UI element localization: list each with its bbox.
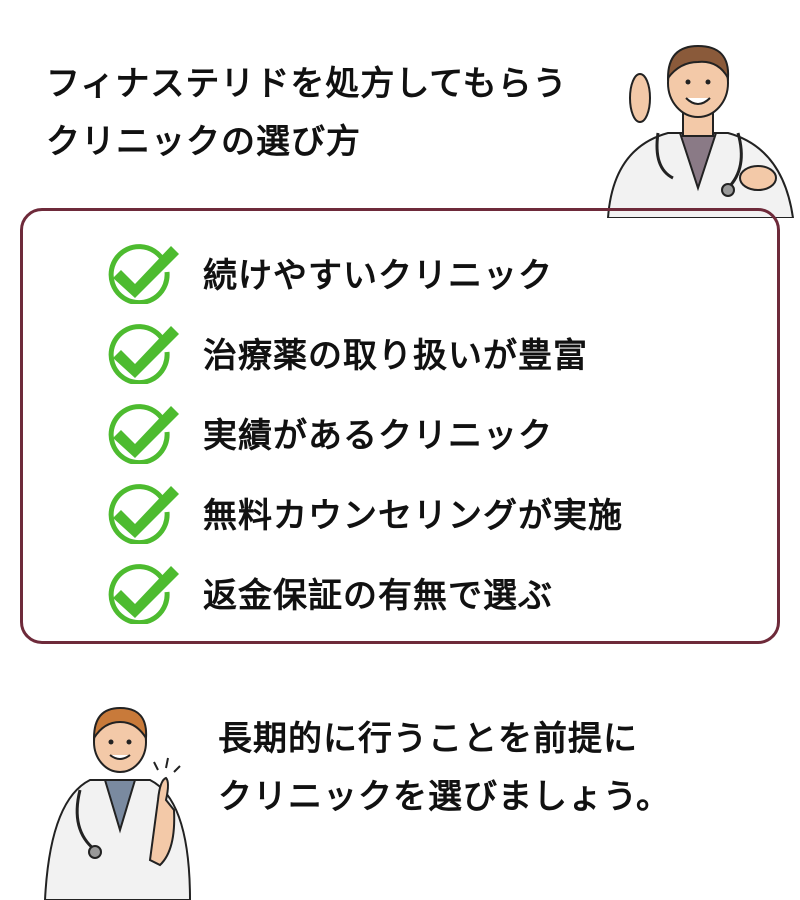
checklist-box xyxy=(20,208,780,644)
check-circle-icon xyxy=(108,484,179,544)
checklist-item: 返金保証の有無で選ぶ xyxy=(105,560,553,624)
checklist-item: 実績があるクリニック xyxy=(105,400,553,464)
conclusion-line-1: 長期的に行うことを前提に xyxy=(218,719,638,759)
checklist-item-label: 無料カウンセリングが実施 xyxy=(203,495,623,536)
page-title: フィナステリドを処方してもらう クリニックの選び方 xyxy=(46,55,568,171)
checklist-item-label: 続けやすいクリニック xyxy=(203,255,553,296)
checklist-item: 無料カウンセリングが実施 xyxy=(105,480,623,544)
doctor-pointing-illustration xyxy=(43,706,192,900)
checklist-item-label: 実績があるクリニック xyxy=(203,415,553,456)
conclusion-text: 長期的に行うことを前提に クリニックを選びましょう。 xyxy=(218,710,671,826)
doctor-phone-illustration xyxy=(606,44,795,218)
checklist-item-label: 返金保証の有無で選ぶ xyxy=(203,575,553,616)
check-circle-icon xyxy=(108,324,179,384)
title-line-1: フィナステリドを処方してもらう xyxy=(46,64,568,104)
title-line-2: クリニックの選び方 xyxy=(46,122,361,162)
checklist-item: 治療薬の取り扱いが豊富 xyxy=(105,320,588,384)
checklist-item-label: 治療薬の取り扱いが豊富 xyxy=(203,335,588,376)
check-circle-icon xyxy=(108,244,179,304)
conclusion-line-2: クリニックを選びましょう。 xyxy=(218,777,671,817)
check-circle-icon xyxy=(108,564,179,624)
check-circle-icon xyxy=(108,404,179,464)
checklist-item: 続けやすいクリニック xyxy=(105,240,553,304)
